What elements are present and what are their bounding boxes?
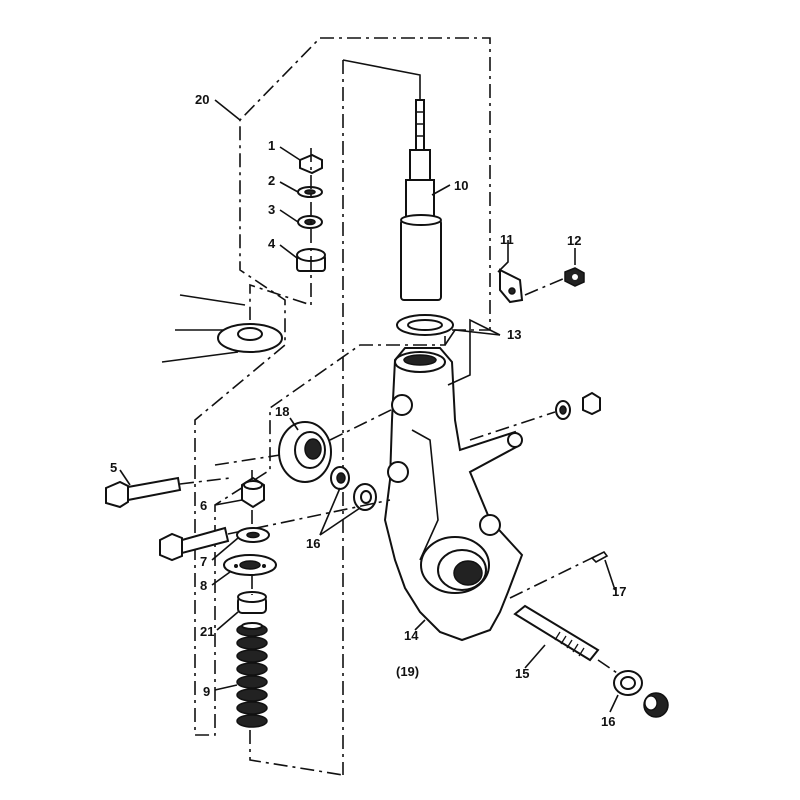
- seal-axis: [214, 407, 396, 466]
- callout-8: 8: [200, 578, 207, 593]
- callout-14: 14: [404, 628, 419, 643]
- callout-1: 1: [268, 138, 275, 153]
- washer-part-3: [297, 215, 323, 229]
- bracket-part-11: [499, 268, 524, 304]
- nut-part-12: [564, 267, 585, 287]
- top-stack-axis: [249, 148, 312, 320]
- nut-part-6: [241, 476, 265, 509]
- bolt-part-7: [159, 526, 230, 562]
- leader-lines: [119, 99, 619, 713]
- top-nut-part: [299, 153, 323, 175]
- callout-15: 15: [515, 666, 529, 681]
- callout-5: 5: [110, 460, 117, 475]
- strut-shaft-part: [400, 99, 442, 301]
- right-bolt-axis: [469, 411, 556, 441]
- steering-knuckle-part: [383, 347, 524, 642]
- hub-seal-part-18: [278, 421, 332, 483]
- callout-13: 13: [507, 327, 521, 342]
- bolt-part-5: [105, 476, 182, 509]
- callout-11: 11: [500, 232, 514, 247]
- cap-axis: [597, 659, 621, 676]
- mount-bracket: [161, 294, 283, 363]
- plate-washer-part-8: [223, 554, 277, 576]
- lower-assembly-outline: [249, 730, 344, 776]
- callout-21: 21: [200, 624, 214, 639]
- callout-17: 17: [612, 584, 626, 599]
- callout-3: 3: [268, 202, 275, 217]
- nut-part-right: [582, 391, 601, 416]
- callout-9: 9: [203, 684, 210, 699]
- washer-part-7: [236, 527, 270, 543]
- dust-boot-part-9: [236, 622, 268, 728]
- callout-16-bottom: 16: [601, 714, 615, 729]
- cap-part-16: [613, 670, 643, 696]
- nut-part-16: [643, 692, 669, 718]
- bump-stop-part-21: [237, 591, 267, 614]
- washer-part-2: [297, 186, 323, 198]
- callout-4: 4: [268, 236, 276, 251]
- bracket-axis: [524, 277, 566, 296]
- pin-axis: [509, 554, 599, 599]
- callout-20: 20: [195, 92, 209, 107]
- washer-part-16a: [330, 466, 350, 490]
- callout-12: 12: [567, 233, 581, 248]
- callout-7: 7: [200, 554, 207, 569]
- seal-ring-part: [396, 314, 454, 336]
- callout-19: (19): [396, 664, 419, 679]
- washer-part-16b: [353, 483, 377, 511]
- callout-6: 6: [200, 498, 207, 513]
- top-leader-link: [342, 59, 421, 100]
- washer-part-right: [555, 400, 571, 420]
- callout-10: 10: [454, 178, 468, 193]
- bolt5-axis: [179, 477, 231, 485]
- cotter-pin-part-17: [590, 550, 609, 563]
- callout-16-middle: 16: [306, 536, 320, 551]
- callout-18: 18: [275, 404, 289, 419]
- pin-part-15: [513, 604, 600, 662]
- callout-2: 2: [268, 173, 275, 188]
